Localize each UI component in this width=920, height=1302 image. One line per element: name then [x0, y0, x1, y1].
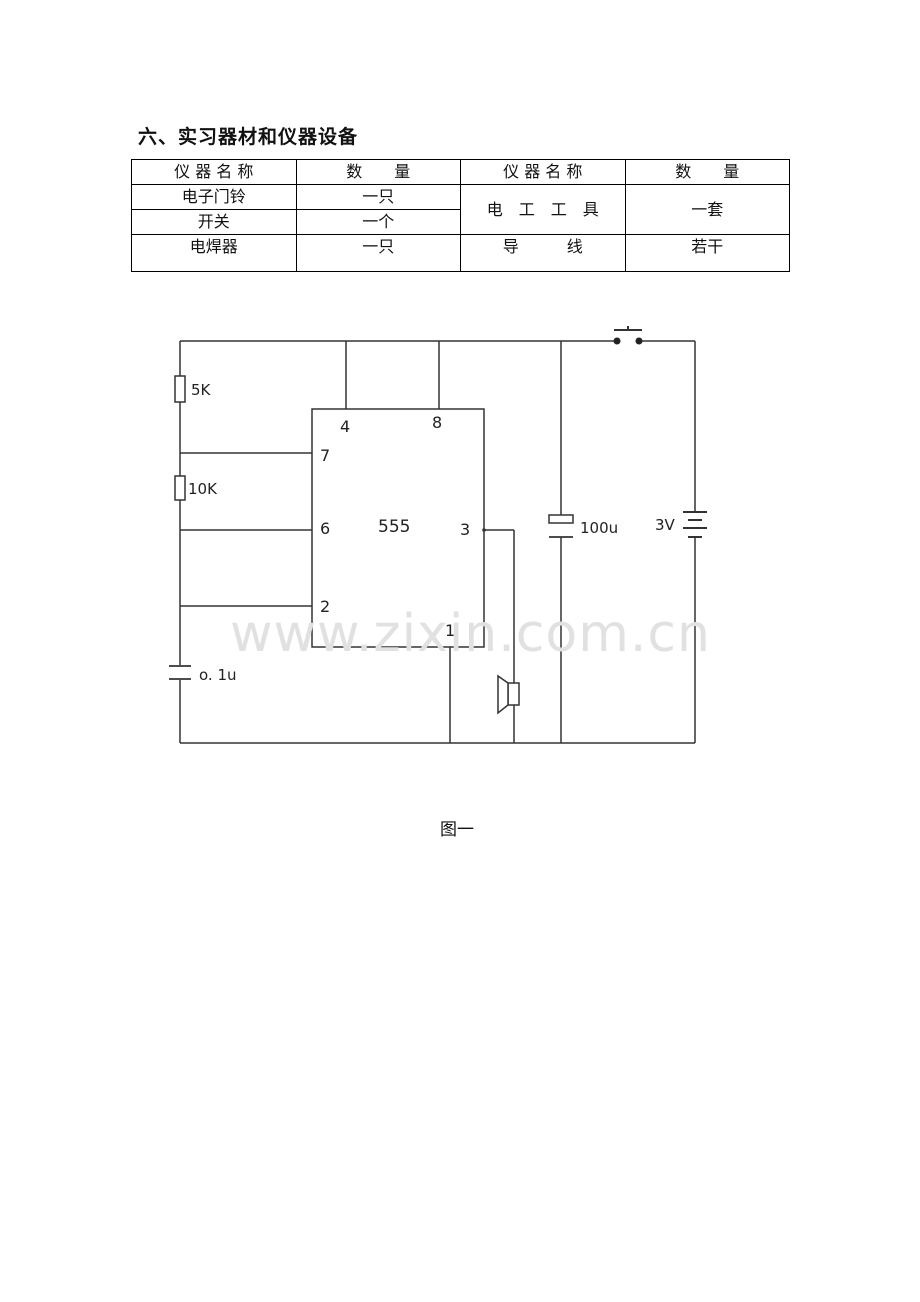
- pin-label-6: 6: [320, 519, 330, 538]
- label-10k: 10K: [188, 480, 218, 498]
- cell-qty-merged: 一套: [624, 184, 790, 235]
- cell-qty: 一个: [295, 209, 461, 235]
- label-5k: 5K: [191, 381, 212, 399]
- resistor-10k: [174, 475, 186, 501]
- pin-label-4: 4: [340, 417, 350, 436]
- header-qty-2: 数 量: [624, 159, 790, 185]
- speaker-icon: [497, 674, 520, 715]
- label-3v: 3V: [655, 516, 676, 534]
- pin-label-3: 3: [460, 520, 470, 539]
- cell-name-merged: 电 工 工 具: [460, 184, 626, 235]
- table-header-row: 仪 器 名 称 数 量 仪 器 名 称 数 量: [131, 159, 790, 185]
- cell-qty: 若干: [624, 234, 790, 272]
- pin-label-2: 2: [320, 597, 330, 616]
- watermark-text: www.zixin.com.cn: [230, 604, 711, 664]
- pin-label-1: 1: [445, 621, 455, 640]
- table-row: 电子门铃 一只 电 工 工 具 一套: [131, 184, 790, 235]
- capacitor-0-1u: [169, 665, 191, 680]
- pin-label-8: 8: [432, 413, 442, 432]
- cell-name: 导 线: [460, 234, 626, 272]
- cell-qty: 一只: [295, 234, 461, 272]
- label-0-1u: o. 1u: [199, 666, 237, 684]
- circuit-wires: [179, 340, 696, 744]
- battery-3v: [683, 511, 707, 538]
- pin3-node: [482, 528, 486, 532]
- push-switch: [613, 326, 643, 345]
- header-name-1: 仪 器 名 称: [131, 159, 297, 185]
- ic-555-body: [311, 408, 485, 648]
- resistor-5k: [174, 375, 186, 403]
- header-qty-1: 数 量: [295, 159, 461, 185]
- pin-label-7: 7: [320, 446, 330, 465]
- capacitor-100u: [548, 514, 574, 538]
- header-name-2: 仪 器 名 称: [460, 159, 626, 185]
- cell-name: 电焊器: [131, 234, 297, 272]
- table-row: 电焊器 一只 导 线 若干: [131, 234, 790, 272]
- figure-caption: 图一: [440, 820, 474, 840]
- label-100u: 100u: [580, 519, 618, 537]
- equipment-table: 仪 器 名 称 数 量 仪 器 名 称 数 量 电子门铃 一只 电 工 工 具 …: [131, 159, 790, 272]
- section-heading: 六、实习器材和仪器设备: [138, 126, 359, 148]
- label-555: 555: [378, 517, 410, 537]
